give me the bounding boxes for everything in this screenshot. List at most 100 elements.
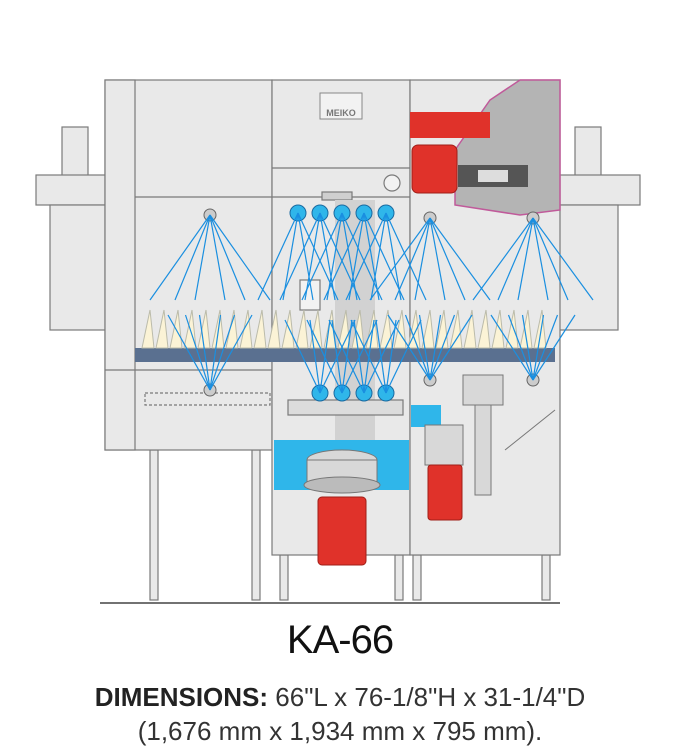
dish	[491, 309, 505, 349]
rinse-pumps	[424, 374, 556, 521]
spray-line	[532, 314, 545, 381]
dish	[141, 309, 155, 349]
svg-text:MEIKO: MEIKO	[326, 108, 356, 118]
spray-line	[429, 217, 491, 301]
spray-line	[323, 212, 365, 301]
dish	[253, 309, 267, 349]
spray-line	[532, 217, 569, 301]
spray-line	[369, 217, 431, 301]
spray-line	[301, 212, 343, 301]
spray-line	[326, 212, 343, 301]
dish	[407, 309, 421, 349]
wash-pump	[303, 449, 381, 494]
spray-line	[370, 212, 387, 301]
spray-line	[385, 319, 422, 394]
spray-line	[385, 212, 427, 301]
dish	[519, 309, 533, 349]
dimensions-label: DIMENSIONS:	[94, 682, 269, 712]
spray-line	[209, 314, 222, 391]
spray-line	[385, 212, 402, 301]
left-table	[35, 126, 107, 331]
spray-line	[209, 214, 271, 301]
spray-line	[363, 212, 380, 301]
spray-line	[304, 212, 321, 301]
red-pipe	[410, 112, 490, 138]
spray-line	[350, 319, 387, 394]
drive-motor	[411, 144, 458, 194]
spray-line	[497, 217, 534, 301]
spray-line	[532, 314, 576, 381]
dish	[421, 309, 435, 349]
spray-line	[345, 212, 387, 301]
spray-line	[429, 314, 473, 381]
spray-line	[387, 314, 431, 381]
spray-line	[309, 319, 321, 394]
spray-line	[517, 217, 534, 301]
spray-line	[341, 212, 358, 301]
wash-motor	[317, 496, 367, 566]
spray-line	[184, 314, 211, 391]
spray-line	[472, 217, 534, 301]
spray-line	[297, 212, 314, 301]
spray-line	[429, 314, 442, 381]
dish	[477, 309, 491, 349]
spray-line	[532, 217, 594, 301]
spray-line	[507, 314, 534, 381]
dish-racks	[141, 309, 547, 349]
spray-line	[385, 319, 397, 394]
spray-line	[194, 214, 211, 301]
spray-line	[149, 214, 211, 301]
spray-line	[209, 214, 226, 301]
conveyor	[135, 348, 555, 362]
spray-line	[521, 314, 534, 381]
machine-illustration: MEIKO	[35, 79, 641, 604]
spray-line	[375, 319, 387, 394]
spray-line	[414, 217, 431, 301]
dimensions-text: DIMENSIONS: 66"L x 76-1/8"H x 31-1/4"D (…	[0, 680, 680, 748]
dish	[155, 309, 169, 349]
dish	[267, 309, 281, 349]
spray-line	[306, 319, 343, 394]
spray-line	[198, 314, 211, 391]
rinse-tank-water	[411, 405, 441, 427]
spray-line	[257, 212, 299, 301]
spray-line	[404, 314, 431, 381]
dish	[337, 309, 351, 349]
spray-line	[297, 212, 339, 301]
spray-line	[532, 314, 559, 381]
spray-line	[418, 314, 431, 381]
spray-patterns	[149, 212, 594, 394]
dimensions-metric: (1,676 mm x 1,934 mm x 795 mm).	[137, 716, 543, 746]
dish	[449, 309, 463, 349]
meiko-logo: MEIKO	[319, 92, 363, 120]
spray-line	[209, 314, 236, 391]
dish	[281, 309, 295, 349]
spray-line	[209, 214, 246, 301]
spray-line	[341, 212, 383, 301]
spray-line	[429, 314, 456, 381]
spray-line	[532, 217, 549, 301]
spray-line	[490, 314, 534, 381]
spray-line	[282, 212, 299, 301]
spray-line	[348, 212, 365, 301]
spray-line	[429, 217, 466, 301]
spray-line	[319, 212, 361, 301]
dimensions-imperial: 66"L x 76-1/8"H x 31-1/4"D	[275, 682, 586, 712]
spray-line	[328, 319, 365, 394]
spray-line	[279, 212, 321, 301]
spray-line	[167, 314, 211, 391]
spray-line	[429, 217, 446, 301]
spray-line	[331, 319, 343, 394]
spray-line	[174, 214, 211, 301]
dish	[295, 309, 309, 349]
model-name: KA-66	[286, 618, 394, 662]
spray-line	[353, 319, 365, 394]
spray-line	[209, 314, 253, 391]
spray-line	[284, 319, 321, 394]
right-table	[557, 126, 641, 331]
spray-line	[394, 217, 431, 301]
dish	[365, 309, 379, 349]
spray-line	[319, 212, 336, 301]
dish	[463, 309, 477, 349]
